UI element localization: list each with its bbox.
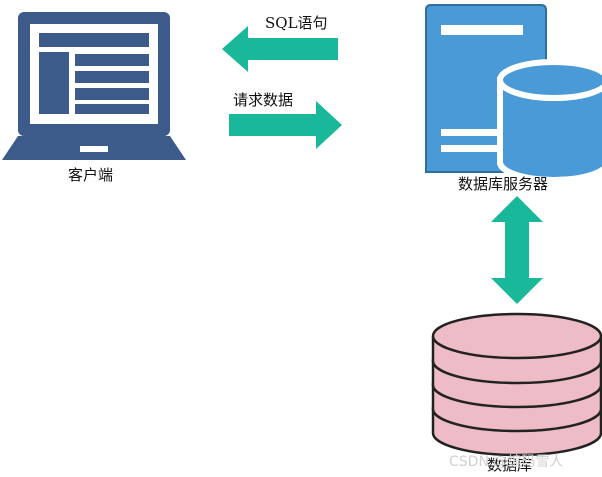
double-arrow-icon [491, 196, 543, 304]
watermark-text: CSDN @编码雪人 [449, 454, 563, 470]
database-icon [431, 312, 602, 457]
left-arrow-icon [222, 26, 338, 72]
request-label: 请求数据 [233, 91, 293, 109]
sql-label: SQL语句 [265, 14, 328, 32]
laptop-icon [2, 12, 186, 160]
db-server-label: 数据库服务器 [458, 175, 548, 193]
right-arrow-icon [229, 101, 342, 149]
client-label: 客户端 [68, 166, 113, 184]
database-label: 数据库 [487, 456, 532, 474]
database-server-icon [425, 4, 602, 183]
